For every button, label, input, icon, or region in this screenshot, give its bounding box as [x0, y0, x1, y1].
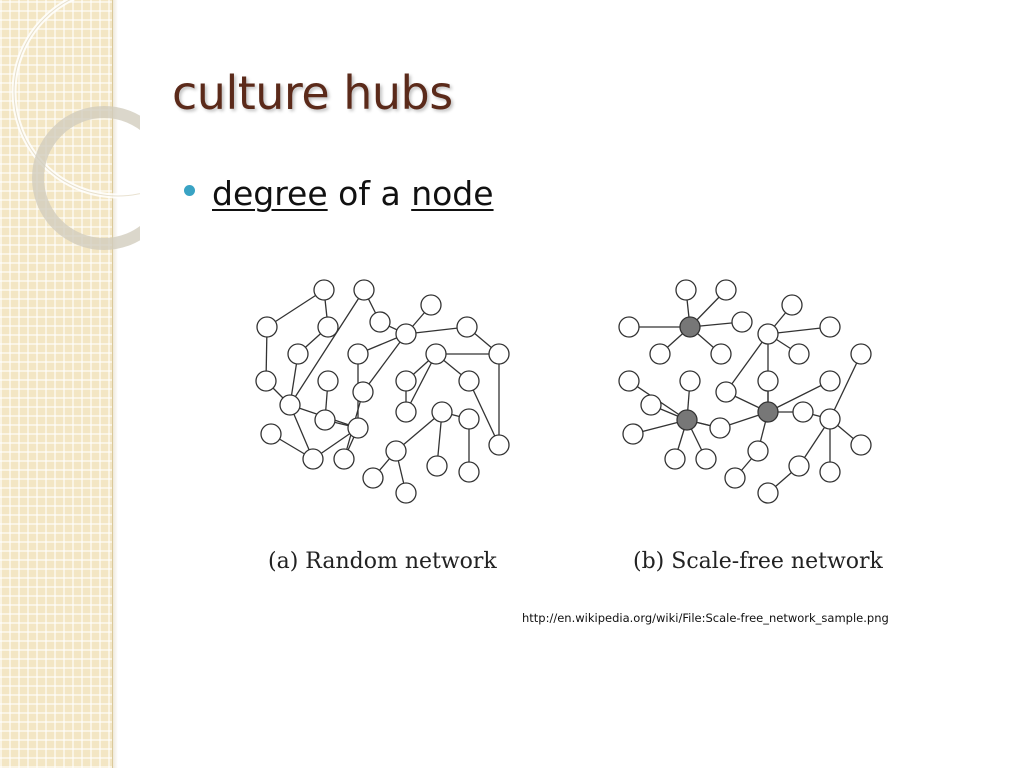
- scale-free-network-node: [788, 343, 810, 365]
- random-network-node: [260, 423, 282, 445]
- scale-free-network-edge: [725, 333, 769, 393]
- slide-title: culture hubs: [172, 66, 453, 120]
- random-network-node: [353, 279, 375, 301]
- side-band-shadow: [112, 0, 118, 768]
- scale-free-network-node: [757, 323, 779, 345]
- random-network-node: [395, 401, 417, 423]
- scale-free-network-node: [710, 343, 732, 365]
- scale-free-network-node: [757, 370, 779, 392]
- random-network-edge: [468, 380, 500, 446]
- scale-free-network-node: [664, 448, 686, 470]
- random-network-diagram: [255, 279, 510, 504]
- random-network-node: [395, 482, 417, 504]
- scale-free-network-node: [819, 408, 841, 430]
- scale-free-network-node: [679, 370, 701, 392]
- scale-free-network-node: [850, 434, 872, 456]
- link-degree[interactable]: degree: [212, 174, 328, 213]
- caption-scale-free-network: (b) Scale-free network: [633, 549, 883, 574]
- scale-free-network-node: [747, 440, 769, 462]
- scale-free-network-node: [715, 381, 737, 403]
- link-node[interactable]: node: [411, 174, 494, 213]
- random-network-node: [347, 343, 369, 365]
- scale-free-network-node: [724, 467, 746, 489]
- random-network-edge: [289, 289, 365, 406]
- random-network-node: [279, 394, 301, 416]
- random-network-node: [255, 370, 277, 392]
- decorative-ring-large-edge: [13, 0, 140, 197]
- scale-free-network-hub-node: [676, 409, 698, 431]
- random-network-node: [456, 316, 478, 338]
- random-network-node: [302, 448, 324, 470]
- random-network-node: [317, 370, 339, 392]
- random-network-node: [385, 440, 407, 462]
- scale-free-network-diagram: [618, 279, 872, 504]
- scale-free-network-edge: [767, 380, 831, 413]
- scale-free-network-hub-node: [679, 316, 701, 338]
- random-network-node: [431, 401, 453, 423]
- scale-free-network-node: [709, 417, 731, 439]
- random-network-node: [352, 381, 374, 403]
- caption-random-network: (a) Random network: [268, 549, 497, 574]
- random-network-node: [362, 467, 384, 489]
- decorative-ring-large: [11, 0, 140, 199]
- random-network-node: [488, 434, 510, 456]
- bullet-connector-text: of a: [338, 174, 401, 213]
- scale-free-network-node: [788, 455, 810, 477]
- random-network-node: [420, 294, 442, 316]
- random-network-node: [314, 409, 336, 431]
- random-network-node: [395, 323, 417, 345]
- random-network-node: [333, 448, 355, 470]
- random-network-node: [395, 370, 417, 392]
- random-network-node: [425, 343, 447, 365]
- scale-free-network-node: [695, 448, 717, 470]
- random-network-node: [458, 408, 480, 430]
- random-network-node: [347, 417, 369, 439]
- scale-free-network-node: [649, 343, 671, 365]
- scale-free-network-node: [622, 423, 644, 445]
- random-network-node: [458, 370, 480, 392]
- scale-free-network-edge: [829, 353, 862, 420]
- random-network-node: [458, 461, 480, 483]
- scale-free-network-node: [850, 343, 872, 365]
- decorative-ring-small: [32, 106, 140, 250]
- scale-free-network-node: [781, 294, 803, 316]
- random-network-edge: [405, 353, 437, 413]
- random-network-node: [313, 279, 335, 301]
- random-network-node: [287, 343, 309, 365]
- source-link[interactable]: http://en.wikipedia.org/wiki/File:Scale-…: [522, 611, 889, 625]
- random-network-node: [256, 316, 278, 338]
- bullet-dot-icon: [184, 185, 195, 196]
- scale-free-network-node: [819, 316, 841, 338]
- random-network-node: [426, 455, 448, 477]
- scale-free-network-node: [715, 279, 737, 301]
- scale-free-network-hub-node: [757, 401, 779, 423]
- scale-free-network-node: [757, 482, 779, 504]
- scale-free-network-node: [618, 316, 640, 338]
- scale-free-network-node: [819, 461, 841, 483]
- random-network-node: [317, 316, 339, 338]
- random-network-node: [369, 311, 391, 333]
- scale-free-network-node: [792, 401, 814, 423]
- scale-free-network-node: [640, 394, 662, 416]
- decorative-rings: [11, 0, 140, 250]
- random-network-node: [488, 343, 510, 365]
- scale-free-network-node: [731, 311, 753, 333]
- random-network-edge: [266, 289, 325, 328]
- scale-free-network-node: [819, 370, 841, 392]
- bullet-item: degree of a node: [184, 174, 494, 213]
- scale-free-network-node: [675, 279, 697, 301]
- scale-free-network-node: [618, 370, 640, 392]
- random-network-edge: [362, 333, 407, 393]
